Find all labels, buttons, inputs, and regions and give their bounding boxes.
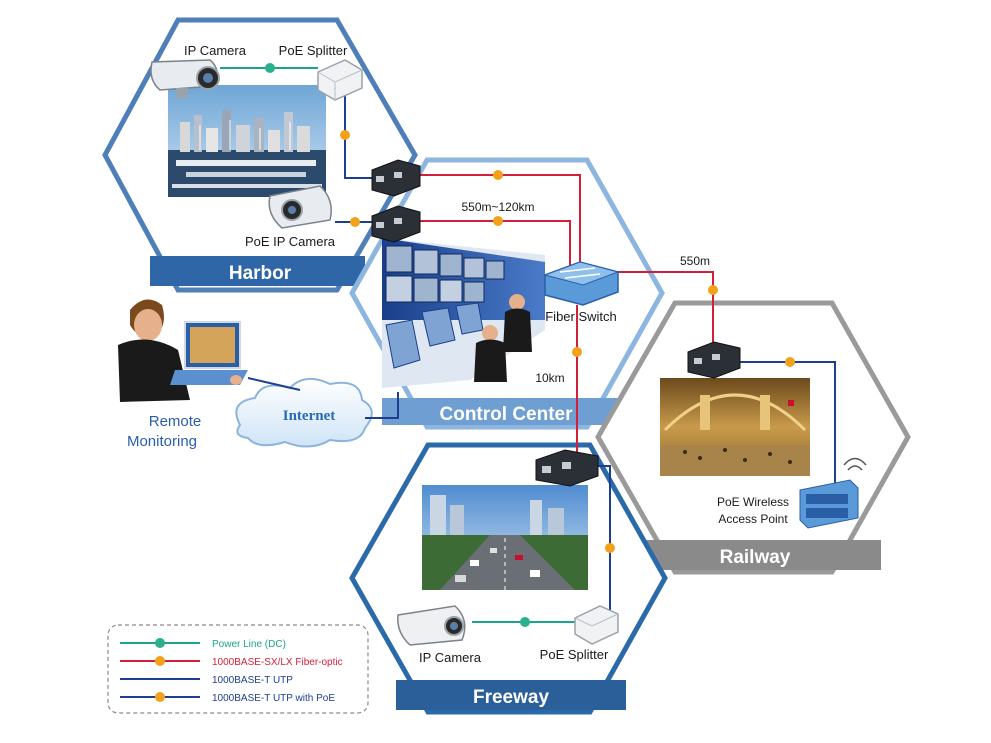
distance-fiber-long: 550m~120km xyxy=(461,200,534,214)
node-freeway-dc xyxy=(520,617,530,627)
freeway-media-converter xyxy=(535,449,599,487)
legend-label: 1000BASE-T UTP with PoE xyxy=(212,693,335,704)
cables xyxy=(220,67,836,623)
node-harbor-dc xyxy=(265,63,275,73)
harbor-label: Harbor xyxy=(229,263,292,284)
railway-band xyxy=(628,540,881,570)
cable-nodes xyxy=(265,63,795,627)
fiber-harbor-1 xyxy=(418,174,581,272)
node-railway-poe xyxy=(785,357,795,367)
freeway-band xyxy=(396,680,626,710)
harbor-poe-splitter-label: PoE Splitter xyxy=(279,43,348,58)
node-harbor-poe xyxy=(340,130,350,140)
node-fiber-railway xyxy=(708,285,718,295)
legend-box xyxy=(107,624,369,714)
control-center-band xyxy=(382,398,630,425)
poe-wireless-line1: PoE Wireless xyxy=(717,495,789,509)
harbor-ip-camera-label: IP Camera xyxy=(184,43,247,58)
remote-monitoring-line2: Monitoring xyxy=(127,433,197,450)
legend-label: 1000BASE-SX/LX Fiber-optic xyxy=(212,657,343,668)
railway-photo xyxy=(660,378,810,476)
internet-cloud xyxy=(235,377,373,448)
laptop-link xyxy=(247,377,301,391)
railway-label: Railway xyxy=(720,547,791,568)
legend-label: Power Line (DC) xyxy=(212,639,286,650)
internet-link xyxy=(365,392,399,419)
freeway-poe-splitter-label: PoE Splitter xyxy=(540,647,609,662)
node-fiber-freeway xyxy=(572,347,582,357)
freeway-photo xyxy=(422,485,588,590)
control-room-photo xyxy=(382,238,545,388)
freeway-ip-camera xyxy=(397,605,466,646)
freeway-label: Freeway xyxy=(473,687,549,708)
legend-item: 1000BASE-SX/LX Fiber-optic xyxy=(120,656,343,668)
railway-utp-poe xyxy=(740,361,836,485)
media-converter-1 xyxy=(371,159,421,197)
harbor-band xyxy=(150,256,365,286)
media-converter-2 xyxy=(371,205,421,243)
legend-item: Power Line (DC) xyxy=(120,638,286,650)
fiber-railway xyxy=(613,271,714,345)
remote-monitoring-person xyxy=(118,299,248,402)
harbor-poe-ip-camera-label: PoE IP Camera xyxy=(245,234,336,249)
freeway-utp-poe xyxy=(598,465,611,612)
node-fiber-2 xyxy=(493,216,503,226)
remote-monitoring-line1: Remote xyxy=(149,413,202,430)
legend-label: 1000BASE-T UTP xyxy=(212,675,293,686)
legend-item: 1000BASE-T UTP with PoE xyxy=(120,692,335,704)
poe-wireless-access-point xyxy=(799,457,867,529)
legend: Power Line (DC) 1000BASE-SX/LX Fiber-opt… xyxy=(107,624,369,714)
laptop-base xyxy=(170,370,248,385)
harbor-poe-splitter xyxy=(317,59,363,101)
legend-item: 1000BASE-T UTP xyxy=(120,675,293,686)
harbor-splitter-utp xyxy=(344,85,372,179)
freeway-ip-camera-label: IP Camera xyxy=(419,650,482,665)
distance-railway: 550m xyxy=(680,254,710,268)
control-center-label: Control Center xyxy=(440,404,574,425)
node-poe-camera xyxy=(350,217,360,227)
node-freeway-poe xyxy=(605,543,615,553)
distance-freeway: 10km xyxy=(535,371,564,385)
railway-media-converter xyxy=(687,341,741,379)
fiber-switch xyxy=(543,261,620,306)
harbor-poe-ip-camera xyxy=(268,185,332,229)
fiber-harbor-2 xyxy=(418,220,571,272)
freeway-poe-splitter xyxy=(574,605,619,645)
harbor-photo xyxy=(168,85,326,197)
poe-wireless-line2: Access Point xyxy=(718,512,788,526)
internet-label: Internet xyxy=(283,408,336,424)
node-fiber-1 xyxy=(493,170,503,180)
fiber-switch-label: Fiber Switch xyxy=(545,309,617,324)
harbor-ip-camera xyxy=(150,59,220,98)
